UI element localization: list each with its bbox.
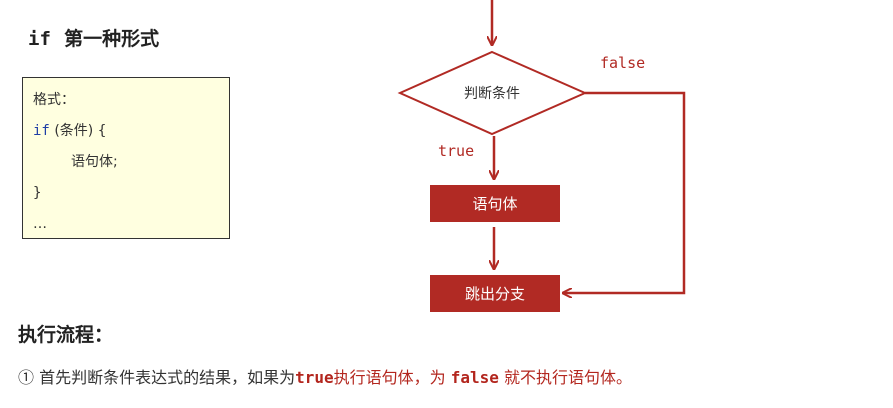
page-title: if 第一种形式 [28,24,159,51]
desc-part3: 就不执行语句体。 [504,368,633,387]
code-condition: (条件) { [54,123,107,139]
false-label: false [600,54,645,72]
statement-body-label: 语句体 [472,195,517,213]
code-line-ellipsis: … [33,216,47,232]
desc-false-word: false [450,368,499,387]
code-line-format: 格式： [33,92,75,108]
arrow-false-branch [563,91,686,293]
code-format-box: 格式： if (条件) { 语句体; } … [22,77,230,239]
flow-description: ① 首先判断条件表达式的结果，如果为true执行语句体，为 false 就不执行… [18,364,632,388]
code-line-close-brace: } [33,185,42,201]
section-heading: 执行流程： [18,324,114,346]
desc-part2: 执行语句体，为 [333,368,446,387]
desc-true-word: true [295,368,334,387]
code-line-body: 语句体; [71,154,118,170]
condition-label: 判断条件 [464,85,520,102]
statement-body-box [430,185,560,222]
exit-branch-label: 跳出分支 [465,285,525,303]
title-keyword: if [28,28,51,50]
title-text: 第一种形式 [64,28,160,50]
desc-part1: 首先判断条件表达式的结果，如果为 [39,368,296,387]
true-label: true [438,142,474,160]
step-marker: ① [18,368,35,387]
code-line-if: if (条件) { [33,121,229,152]
exit-branch-box [430,275,560,312]
code-keyword-if: if [33,123,50,139]
condition-diamond [397,50,588,136]
